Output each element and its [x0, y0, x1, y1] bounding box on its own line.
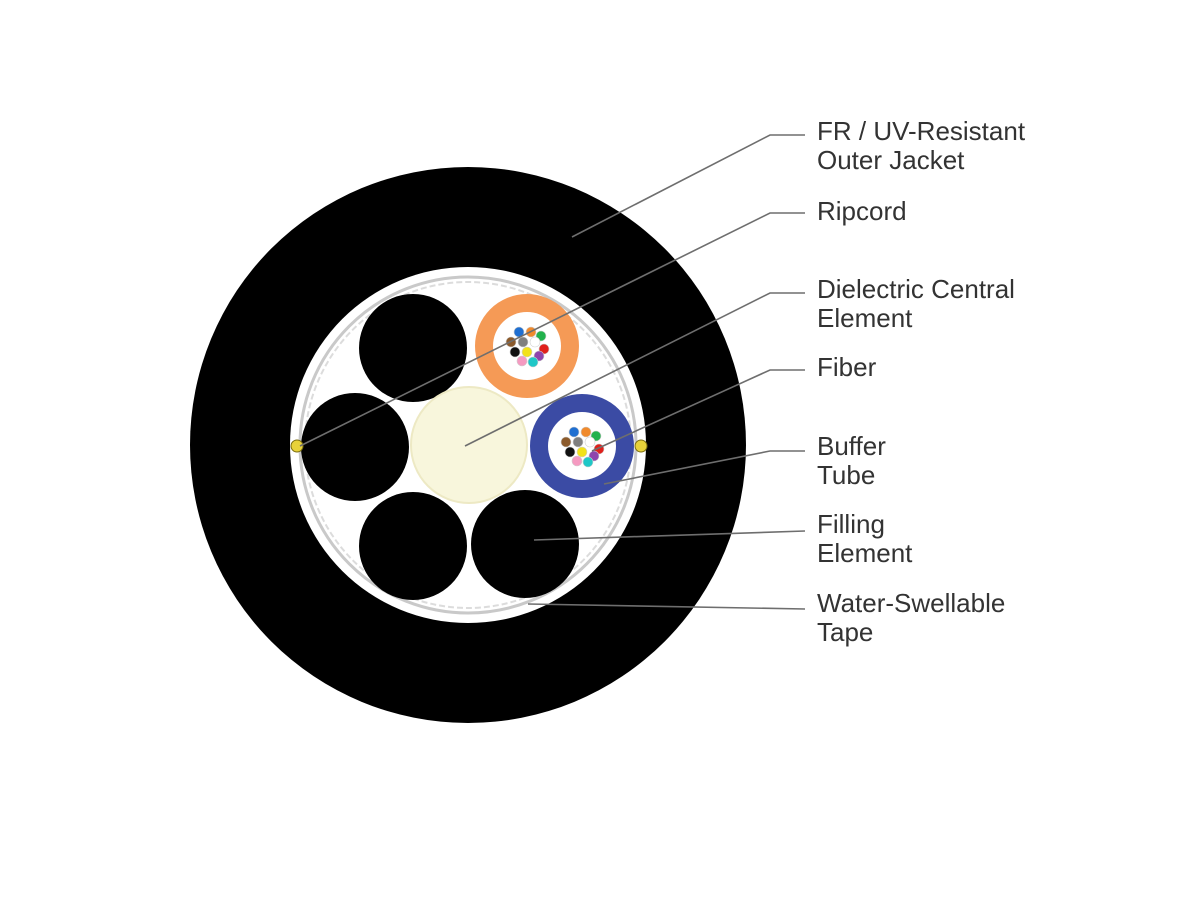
- fiber-blue-12: [582, 456, 594, 468]
- leader-line-filling-element: [533, 530, 806, 541]
- filling-element-top-left: [359, 294, 467, 402]
- buffer-tube-orange-inner: [493, 312, 561, 380]
- buffer-tube-blue-inner: [548, 412, 616, 480]
- fiber-orange-6: [529, 336, 541, 348]
- label-buffer-tube: Buffer Tube: [817, 431, 893, 490]
- fiber-blue-11: [571, 455, 583, 467]
- leader-line-central-element: [464, 292, 805, 447]
- label-tape: Water-Swellable Tape: [817, 588, 1013, 647]
- label-ripcord: Ripcord: [817, 196, 907, 226]
- fiber-orange-5: [517, 336, 529, 348]
- fiber-blue-4: [560, 436, 572, 448]
- leader-line-tape: [527, 603, 806, 610]
- fiber-orange-12: [527, 356, 539, 368]
- label-fiber: Fiber: [817, 352, 877, 382]
- fiber-blue-2: [580, 426, 592, 438]
- fiber-blue-9: [576, 446, 588, 458]
- label-filling-element: Filling Element: [817, 509, 913, 568]
- fiber-orange-8: [509, 346, 521, 358]
- leader-line-ripcord: [299, 212, 805, 447]
- leader-line-buffer-tube: [603, 450, 805, 485]
- fiber-orange-11: [516, 355, 528, 367]
- label-outer-jacket: FR / UV-Resistant Outer Jacket: [817, 116, 1032, 175]
- label-central-element: Dielectric Central Element: [817, 274, 1022, 333]
- fiber-blue-8: [564, 446, 576, 458]
- fiber-blue-6: [584, 436, 596, 448]
- fiber-orange-9: [521, 346, 533, 358]
- fiber-blue-1: [568, 426, 580, 438]
- leader-line-outer-jacket: [571, 134, 805, 238]
- filling-element-bottom-left: [359, 492, 467, 600]
- ripcord-left: [290, 439, 304, 453]
- filling-element-bottom-right: [471, 490, 579, 598]
- dielectric-central-element: [410, 386, 528, 504]
- fiber-bundle-orange: [505, 326, 550, 368]
- fiber-blue-5: [572, 436, 584, 448]
- ripcord-right: [634, 439, 648, 453]
- leader-line-fiber: [591, 369, 805, 452]
- fiber-bundle-blue: [560, 426, 605, 468]
- filling-element-left: [301, 393, 409, 501]
